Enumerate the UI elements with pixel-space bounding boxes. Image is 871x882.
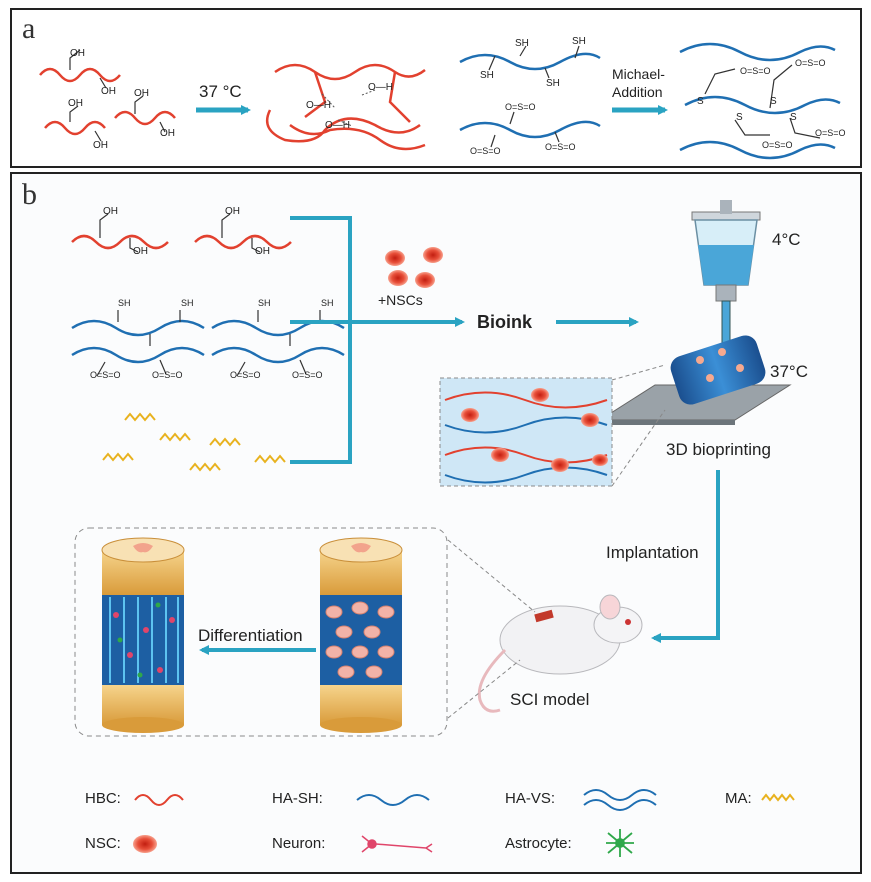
differentiation-label: Differentiation: [198, 626, 303, 645]
michael-label-2: Addition: [612, 84, 663, 100]
so2-group-1: O=S=O: [505, 102, 536, 112]
sci-model-label: SCI model: [510, 690, 590, 709]
legend-havs-glyph: [583, 789, 657, 811]
so2-group-b4: O=S=O: [292, 370, 323, 380]
legend-hbc-glyph: [134, 794, 184, 806]
spinal-cord-with-nscs: [319, 537, 403, 733]
legend-neuron-label: Neuron:: [272, 835, 326, 852]
syringe: [691, 200, 761, 348]
oh-group-5: OH: [134, 88, 149, 99]
implantation-label: Implantation: [606, 543, 699, 562]
so2-group-6: O=S=O: [762, 140, 793, 150]
oh-group-1: OH: [70, 48, 85, 59]
oh-group-b2: OH: [133, 246, 148, 257]
ma-springs-b: [102, 412, 286, 472]
oh-h-bond-3: O—H: [325, 120, 350, 131]
hbc-chains-a: [39, 67, 176, 136]
hbc-network-a: [265, 63, 426, 151]
oh-group-3: OH: [68, 98, 83, 109]
sh-group-1: SH: [515, 38, 529, 49]
s-link-4: S: [790, 112, 797, 123]
mouse-illustration: [477, 594, 643, 713]
nsc-cells-b: [385, 247, 443, 288]
oh-h-bond-1: O—H: [306, 100, 331, 111]
warm-temp-label: 37°C: [770, 362, 808, 381]
legend-nsc-glyph: [133, 835, 157, 853]
so2-group-5: O=S=O: [795, 58, 826, 68]
sh-group-b4: SH: [321, 298, 334, 308]
so2-group-7: O=S=O: [815, 128, 846, 138]
sh-group-b1: SH: [118, 298, 131, 308]
bioprinting-label: 3D bioprinting: [666, 440, 771, 459]
print-plate: [598, 335, 792, 425]
so2-group-2: O=S=O: [470, 146, 501, 156]
nsc-addition-label: +NSCs: [378, 292, 423, 308]
s-link-1: S: [697, 96, 704, 107]
panel-a: [10, 8, 862, 168]
arrow-implant: [651, 470, 720, 643]
panel-a-letter: a: [22, 12, 36, 45]
so2-group-4: O=S=O: [740, 66, 771, 76]
spinal-cord-differentiated: [101, 537, 185, 733]
legend-hasg-label: HA-SH:: [272, 790, 323, 807]
oh-h-bond-2: O—H: [368, 82, 393, 93]
oh-group-b4: OH: [255, 246, 270, 257]
ha-chains-a: [459, 52, 601, 139]
so2-group-b3: O=S=O: [230, 370, 261, 380]
implant-inset: [74, 527, 448, 737]
sh-group-3: SH: [480, 70, 494, 81]
ha-network-a: [679, 42, 841, 160]
oh-group-6: OH: [160, 128, 175, 139]
legend-astrocyte-glyph: [606, 829, 634, 857]
merge-bracket: [290, 216, 352, 464]
legend-ma-glyph: [761, 793, 795, 802]
cold-temp-label: 4°C: [772, 230, 801, 249]
panel-b-letter: b: [22, 178, 37, 211]
so2-group-3: O=S=O: [545, 142, 576, 152]
legend-hasg-glyph: [356, 794, 430, 806]
sh-group-2: SH: [572, 36, 586, 47]
hbc-chains-b: [71, 234, 292, 250]
sh-group-b3: SH: [258, 298, 271, 308]
sh-group-4: SH: [546, 78, 560, 89]
legend-astrocyte-label: Astrocyte:: [505, 835, 572, 852]
legend-ma-label: MA:: [725, 790, 752, 807]
legend-neuron-glyph: [361, 835, 433, 853]
oh-group-4: OH: [93, 140, 108, 151]
legend-havs-label: HA-VS:: [505, 790, 556, 807]
bioink-label: Bioink: [477, 312, 533, 332]
legend-nsc-label: NSC:: [85, 835, 121, 852]
s-link-3: S: [736, 112, 743, 123]
michael-label-1: Michael-: [612, 66, 665, 82]
temp-37-label: 37 °C: [199, 82, 242, 101]
sh-group-b2: SH: [181, 298, 194, 308]
oh-group-b1: OH: [103, 206, 118, 217]
s-link-2: S: [770, 96, 777, 107]
legend-hbc-label: HBC:: [85, 790, 121, 807]
ha-chains-b: [71, 319, 345, 364]
so2-group-b1: O=S=O: [90, 370, 121, 380]
oh-group-2: OH: [101, 86, 116, 97]
so2-group-b2: O=S=O: [152, 370, 183, 380]
oh-group-b3: OH: [225, 206, 240, 217]
